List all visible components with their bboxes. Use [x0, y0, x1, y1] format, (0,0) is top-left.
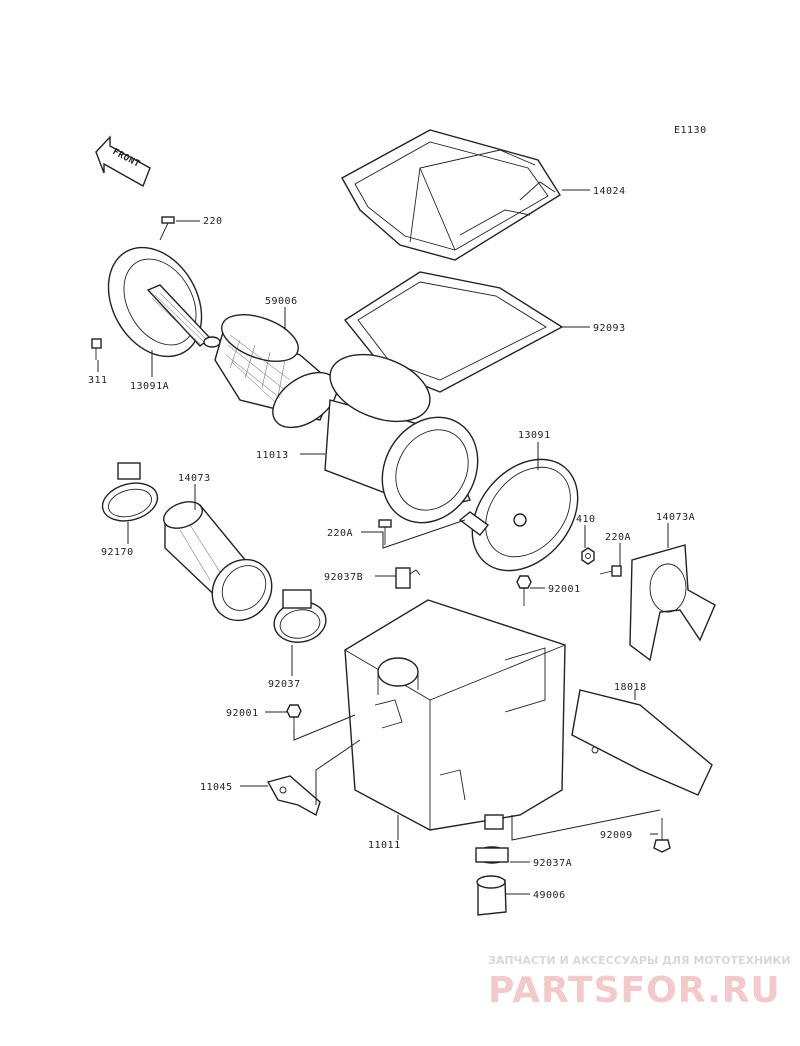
- label-92093: 92093: [593, 323, 626, 334]
- part-11013-filter-element: [324, 353, 479, 524]
- label-18018: 18018: [614, 682, 647, 693]
- part-18018-cover: [571, 689, 713, 796]
- label-311: 311: [88, 375, 108, 386]
- diagram-code: E1130: [674, 125, 707, 136]
- part-92037-clamp: [273, 589, 327, 643]
- label-220A-right: 220A: [605, 532, 631, 543]
- bolt-92001-right: [516, 575, 532, 606]
- label-49006: 49006: [533, 890, 566, 901]
- label-92001-left: 92001: [226, 708, 259, 719]
- leader-lines: [97, 189, 669, 895]
- label-92001-right: 92001: [548, 584, 581, 595]
- watermark: ЗАПЧАСТИ И АКСЕССУАРЫ ДЛЯ МОТОТЕХНИКИ PA…: [488, 954, 791, 1011]
- bolt-311: [91, 338, 102, 360]
- bolt-220-top: [159, 216, 175, 241]
- label-220: 220: [203, 216, 223, 227]
- watermark-tagline: ЗАПЧАСТИ И АКСЕССУАРЫ ДЛЯ МОТОТЕХНИКИ: [488, 954, 791, 967]
- part-11011-airbox: [344, 599, 566, 831]
- part-13091-endplate: [458, 458, 579, 572]
- label-14073: 14073: [178, 473, 211, 484]
- bolt-92009: [653, 818, 671, 853]
- part-14073-duct: [163, 501, 273, 622]
- label-220A-left: 220A: [327, 528, 353, 539]
- bolt-220A-right: [599, 565, 622, 577]
- bolt-92001-left: [286, 704, 302, 730]
- nut-410: [581, 547, 595, 565]
- label-11045: 11045: [200, 782, 233, 793]
- part-11045-bracket: [266, 775, 321, 817]
- front-arrow: FRONT: [95, 135, 151, 188]
- part-92037A-clamp: [475, 846, 509, 864]
- label-92037B: 92037B: [324, 572, 363, 583]
- part-49006-hose: [476, 875, 507, 916]
- part-labels: 220 311 13091A 59006 14024 92093 11013 1…: [88, 186, 695, 901]
- bolt-220A-left: [378, 519, 392, 545]
- label-92009: 92009: [600, 830, 633, 841]
- label-14024: 14024: [593, 186, 626, 197]
- part-59006-foam-filter: [214, 314, 338, 429]
- label-13091: 13091: [518, 430, 551, 441]
- part-14073A-duct: [629, 544, 716, 662]
- watermark-brand: PARTSFOR.RU: [488, 970, 781, 1011]
- label-11011: 11011: [368, 840, 401, 851]
- label-92037A: 92037A: [533, 858, 572, 869]
- part-92170-clamp: [101, 462, 159, 522]
- label-59006: 59006: [265, 296, 298, 307]
- label-92170: 92170: [101, 547, 134, 558]
- label-11013: 11013: [256, 450, 289, 461]
- part-13091A-endplate: [107, 246, 221, 358]
- part-92037B-clip: [395, 567, 421, 589]
- label-14073A: 14073A: [656, 512, 695, 523]
- label-92037: 92037: [268, 679, 301, 690]
- label-13091A: 13091A: [130, 381, 169, 392]
- label-410: 410: [576, 514, 596, 525]
- part-14024-cover: [341, 129, 561, 261]
